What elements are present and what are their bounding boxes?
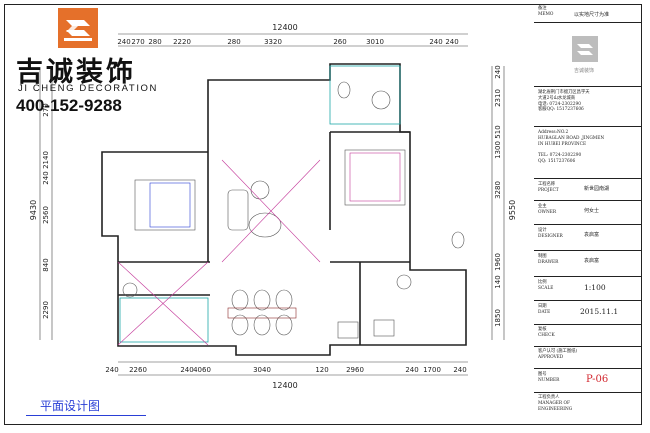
dim-top-seg-7: 3010	[366, 38, 384, 46]
company-logo: 吉诚装饰 JI CHENG DECORATION 400-152-9288	[8, 6, 158, 118]
project-label: 工程名称 PROJECT	[538, 182, 559, 193]
approved-label: 客户认可 (施工图纸) APPROVED	[538, 349, 578, 360]
dim-right-seg-1: 2310	[494, 89, 502, 107]
owner-value: 何女士	[584, 208, 600, 214]
dim-top-seg-5: 3320	[264, 38, 282, 46]
dim-top-total: 12400	[272, 23, 297, 32]
plan-title: 平面设计图	[40, 399, 101, 413]
number-label: 图号 NUMBER	[538, 372, 560, 383]
title-block-company-name: 吉诚装饰	[574, 68, 595, 74]
dim-right-total: 9550	[508, 200, 517, 220]
drawing-frame	[4, 4, 642, 425]
dim-right-seg-6: 140	[494, 275, 502, 288]
dim-left-total: 9430	[29, 200, 38, 220]
floor-plan: 12400 12400 9430 9550 240 270 280 2220 2…	[29, 23, 517, 390]
address-cn: 湖北省荆门市掇刀区昌宇天 大道2号山水龙城商 电话: 0724-2302290 …	[538, 90, 590, 113]
title-block: 备注 MEMO 以实地尺寸为准 吉诚装饰 湖北省荆门市掇刀区昌宇天 大道2号山水…	[534, 4, 642, 425]
dim-bottom-seg-3: 4060	[193, 366, 211, 374]
owner-label: 业主 OWNER	[538, 204, 557, 215]
plan-title-underline	[26, 415, 146, 416]
brand-phone: 400-152-9288	[16, 96, 122, 115]
date-value: 2015.11.1	[580, 307, 619, 316]
dim-top-seg-6: 260	[333, 38, 346, 46]
dim-bottom-seg-2: 240	[180, 366, 193, 374]
memo-value: 以实地尺寸为准	[574, 12, 610, 18]
drawing-number: P-06	[586, 374, 609, 385]
dim-top-seg-2: 280	[148, 38, 161, 46]
dim-left-seg-4: 840	[42, 258, 50, 271]
date-label: 日期 DATE	[538, 304, 551, 315]
dim-top-seg-1: 270	[131, 38, 144, 46]
dim-bottom-seg-7: 240	[405, 366, 418, 374]
manager-label: 工程负责人 MANAGER OF ENGINEERING	[538, 395, 573, 412]
dim-right-seg-4: 3280	[494, 181, 502, 199]
logo-mark-icon	[58, 8, 98, 48]
dim-right-seg-0: 240	[494, 65, 502, 78]
dim-right-seg-3: 1300	[494, 141, 502, 159]
drawer-value: 袁启富	[584, 258, 600, 264]
address-en: Address:NO.2 HUBAGLAN ROAD ,JINGMEN IN H…	[538, 130, 605, 164]
dim-bottom-seg-6: 2960	[346, 366, 364, 374]
scale-label: 比例 SCALE	[538, 280, 554, 291]
dim-bottom-total: 12400	[272, 381, 297, 390]
designer-value: 袁启富	[584, 232, 600, 238]
dim-left-seg-3: 2560	[42, 206, 50, 224]
designer-label: 设计 DESIGNER	[538, 228, 563, 239]
dim-top-seg-0: 240	[117, 38, 130, 46]
dim-bottom-seg-1: 2260	[129, 366, 147, 374]
dim-left-seg-5: 2290	[42, 301, 50, 319]
dim-left-seg-1: 2140	[42, 151, 50, 169]
dim-top-seg-9: 240	[445, 38, 458, 46]
dim-top-seg-4: 280	[227, 38, 240, 46]
dim-right-seg-2: 510	[494, 125, 502, 138]
drawer-label: 制图 DRAWER	[538, 254, 559, 265]
memo-label: 备注 MEMO	[538, 6, 554, 17]
brand-name-cn: 吉诚装饰	[16, 57, 136, 88]
dim-top-seg-3: 2220	[173, 38, 191, 46]
project-value: 新世园南湖	[584, 186, 610, 192]
dim-bottom-seg-5: 120	[315, 366, 328, 374]
brand-name-en: JI CHENG DECORATION	[18, 83, 159, 94]
dim-bottom-seg-9: 240	[453, 366, 466, 374]
dim-left-seg-2: 240	[42, 171, 50, 184]
title-block-logo-icon	[572, 36, 598, 62]
dim-left-seg-0: 270	[42, 103, 50, 116]
dim-bottom-seg-4: 3040	[253, 366, 271, 374]
dim-bottom-seg-0: 240	[105, 366, 118, 374]
dim-right-seg-7: 1850	[494, 309, 502, 327]
dim-top-seg-8: 240	[429, 38, 442, 46]
check-label: 复核 CHECK	[538, 327, 555, 338]
dim-right-seg-5: 1960	[494, 253, 502, 271]
dim-bottom-seg-8: 1700	[423, 366, 441, 374]
scale-value: 1:100	[584, 283, 606, 292]
